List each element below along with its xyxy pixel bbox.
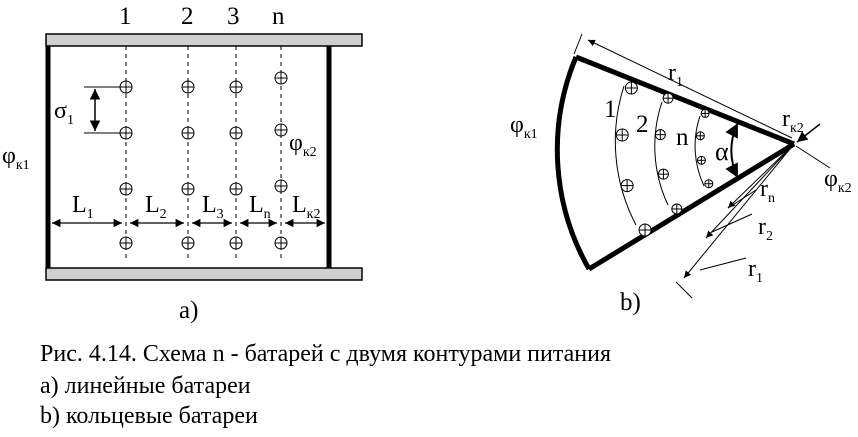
r1-top-label: r1: [668, 60, 683, 90]
well-icon: [181, 126, 195, 140]
ring-n-arc: [694, 115, 705, 187]
r1-top-extension: [573, 33, 583, 55]
caption-line-a: а) линейные батареи: [40, 373, 251, 399]
L2-label: L2: [145, 192, 167, 222]
well-icon: [274, 123, 288, 137]
top-boundary-strip: [45, 33, 363, 47]
row-label-2: 2: [181, 3, 194, 30]
ring-1-arc: [614, 85, 637, 226]
r2-label: r2: [758, 214, 773, 244]
well-icon: [696, 155, 706, 165]
r1-bottom-extension: [675, 281, 693, 299]
r1-leader: [699, 257, 747, 271]
row-label-1: 1: [119, 3, 132, 30]
rn-radius-line: [727, 143, 795, 209]
outer-feed-arc: [554, 56, 592, 271]
alpha-label: α: [715, 137, 729, 166]
row-label-3: 3: [227, 3, 240, 30]
well-icon: [119, 182, 133, 196]
wells-linear: [119, 71, 288, 250]
well-icon: [274, 236, 288, 250]
well-icon: [671, 203, 683, 215]
ring-label-1: 1: [604, 96, 617, 123]
phi-k1-label-b: φк1: [510, 112, 538, 142]
well-icon: [181, 80, 195, 94]
phi-k2-leader: [795, 145, 831, 169]
rk2-arrow: [796, 123, 821, 143]
sector-bottom-edge: [587, 141, 796, 272]
well-icon: [274, 71, 288, 85]
bottom-boundary-strip: [45, 267, 363, 281]
wells-ring: [615, 81, 714, 237]
well-icon: [274, 179, 288, 193]
well-icon: [704, 179, 714, 189]
r1-top-dimension-arrow: [587, 39, 793, 139]
r2-radius-line: [705, 143, 795, 239]
L3-label: L3: [202, 192, 224, 222]
well-icon: [181, 236, 195, 250]
ring-label-n: n: [676, 124, 689, 151]
r1-radius-line: [683, 143, 795, 279]
phi-k2-label-a: φк2: [289, 130, 317, 160]
caption-line-b: b) кольцевые батареи: [40, 403, 258, 429]
caption-title: Рис. 4.14. Схема n - батарей с двумя кон…: [40, 341, 612, 367]
well-icon: [229, 126, 243, 140]
figure-b-label: b): [620, 289, 641, 316]
Lk2-label: Lк2: [292, 192, 320, 222]
well-icon: [620, 179, 634, 193]
phi-k2-label-b: φк2: [824, 166, 852, 196]
L1-label: L1: [72, 192, 94, 222]
well-icon: [695, 131, 705, 141]
Ln-label: Ln: [249, 192, 271, 222]
sector-top-edge: [575, 54, 795, 147]
well-icon: [700, 108, 710, 118]
sigma-1-label: σ1: [54, 98, 74, 128]
alpha-angle-arc: [725, 122, 739, 179]
well-icon: [229, 182, 243, 196]
well-icon: [657, 168, 669, 180]
phi-k1-label-a: φк1: [2, 143, 30, 173]
well-icon: [638, 223, 652, 237]
well-icon: [615, 128, 629, 142]
well-icon: [624, 81, 638, 95]
r2-leader: [711, 213, 753, 233]
well-icon: [654, 129, 666, 141]
r1-bottom-label: r1: [748, 256, 763, 286]
figure-a-label: a): [179, 297, 198, 324]
well-icon: [119, 236, 133, 250]
row-label-n: n: [272, 3, 285, 30]
well-icon: [229, 236, 243, 250]
well-icon: [181, 182, 195, 196]
ring-label-2: 2: [636, 111, 649, 138]
rn-label: rn: [760, 176, 775, 206]
well-icon: [229, 80, 243, 94]
figure-b-ring-batteries: α r1 rк2 φк1 φк2 1 2 n rn r2 r1 b): [510, 33, 852, 316]
well-icon: [662, 92, 674, 104]
rk2-label: rк2: [782, 106, 804, 136]
rn-leader: [727, 189, 757, 209]
ring-2-arc: [654, 101, 669, 206]
figure-a-linear-batteries: 1 2 3 n φк1 φк2 σ1 L1 L2 L3 Ln Lк2 a): [2, 3, 363, 324]
